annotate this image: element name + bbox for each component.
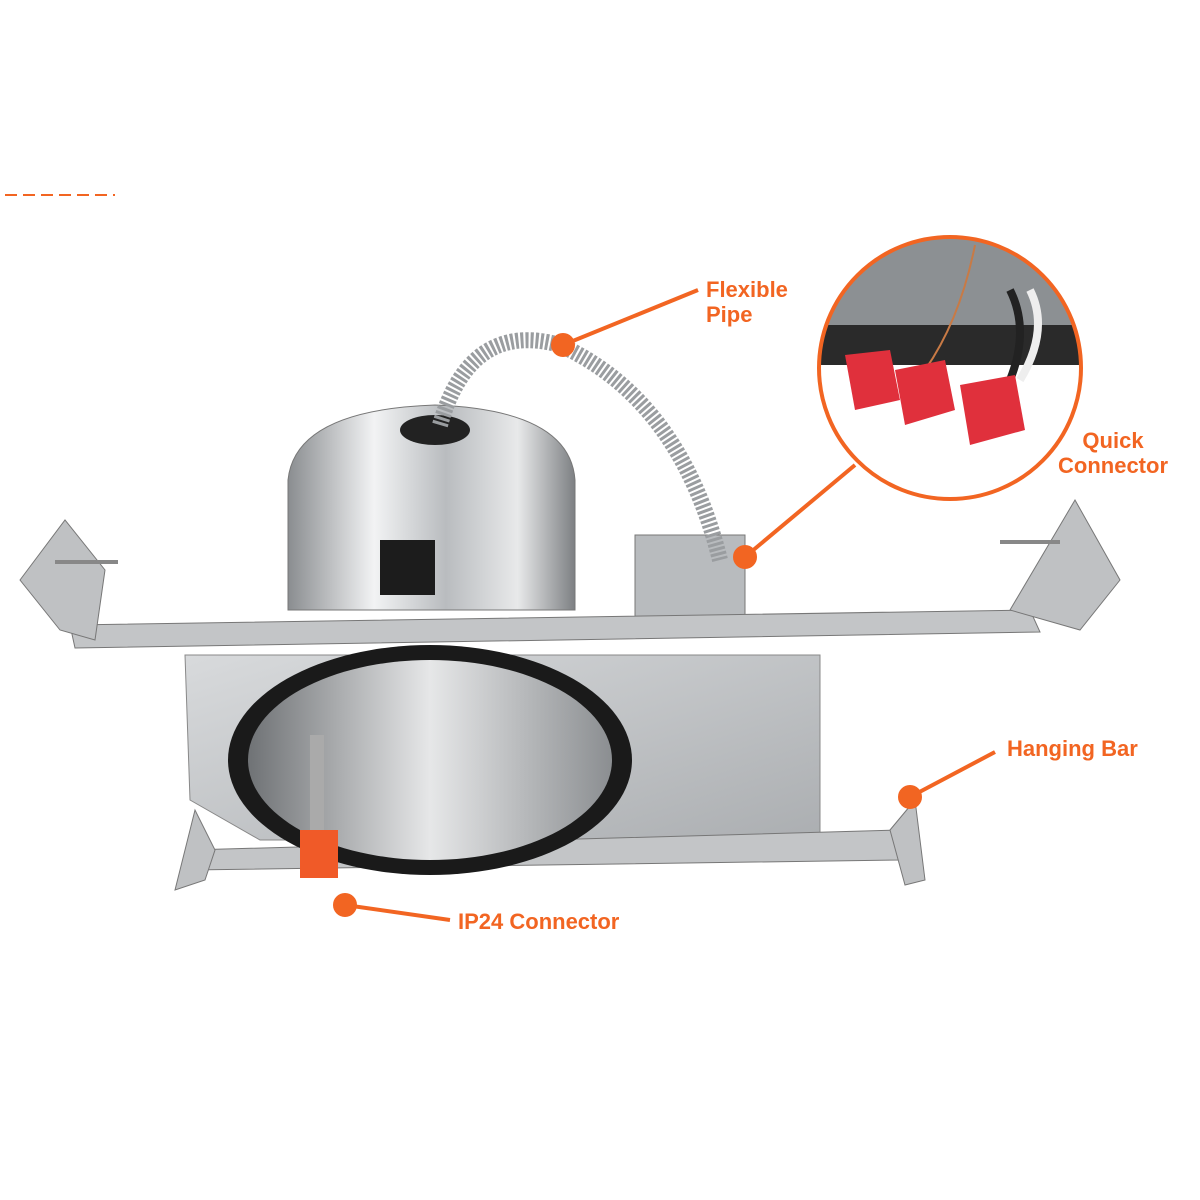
label-line: Pipe: [706, 302, 753, 327]
label-line: Quick: [1082, 428, 1144, 453]
label-line: Connector: [1058, 453, 1168, 478]
label-line: Flexible: [706, 277, 788, 302]
bar-bracket-right: [1009, 498, 1121, 631]
can-gasket: [400, 415, 470, 445]
can-label: [380, 540, 435, 595]
bar-bracket-left: [19, 519, 106, 641]
callout-lines: [333, 288, 996, 922]
hanging-bar-top: [69, 609, 1041, 649]
label-hanging-bar: Hanging Bar: [1007, 736, 1138, 761]
connector-cable: [310, 735, 324, 835]
label-quick-connector: Quick Connector: [1058, 428, 1168, 478]
ip24-connector: [300, 830, 338, 878]
junction-box: [634, 534, 746, 626]
housing-can: [287, 404, 576, 611]
label-ip24-connector: IP24 Connector: [458, 909, 620, 934]
aperture-reflector: [248, 660, 612, 860]
label-flexible-pipe: Flexible Pipe: [706, 277, 788, 327]
inset-border: [817, 235, 1083, 501]
quick-connector-inset: [820, 238, 1080, 498]
